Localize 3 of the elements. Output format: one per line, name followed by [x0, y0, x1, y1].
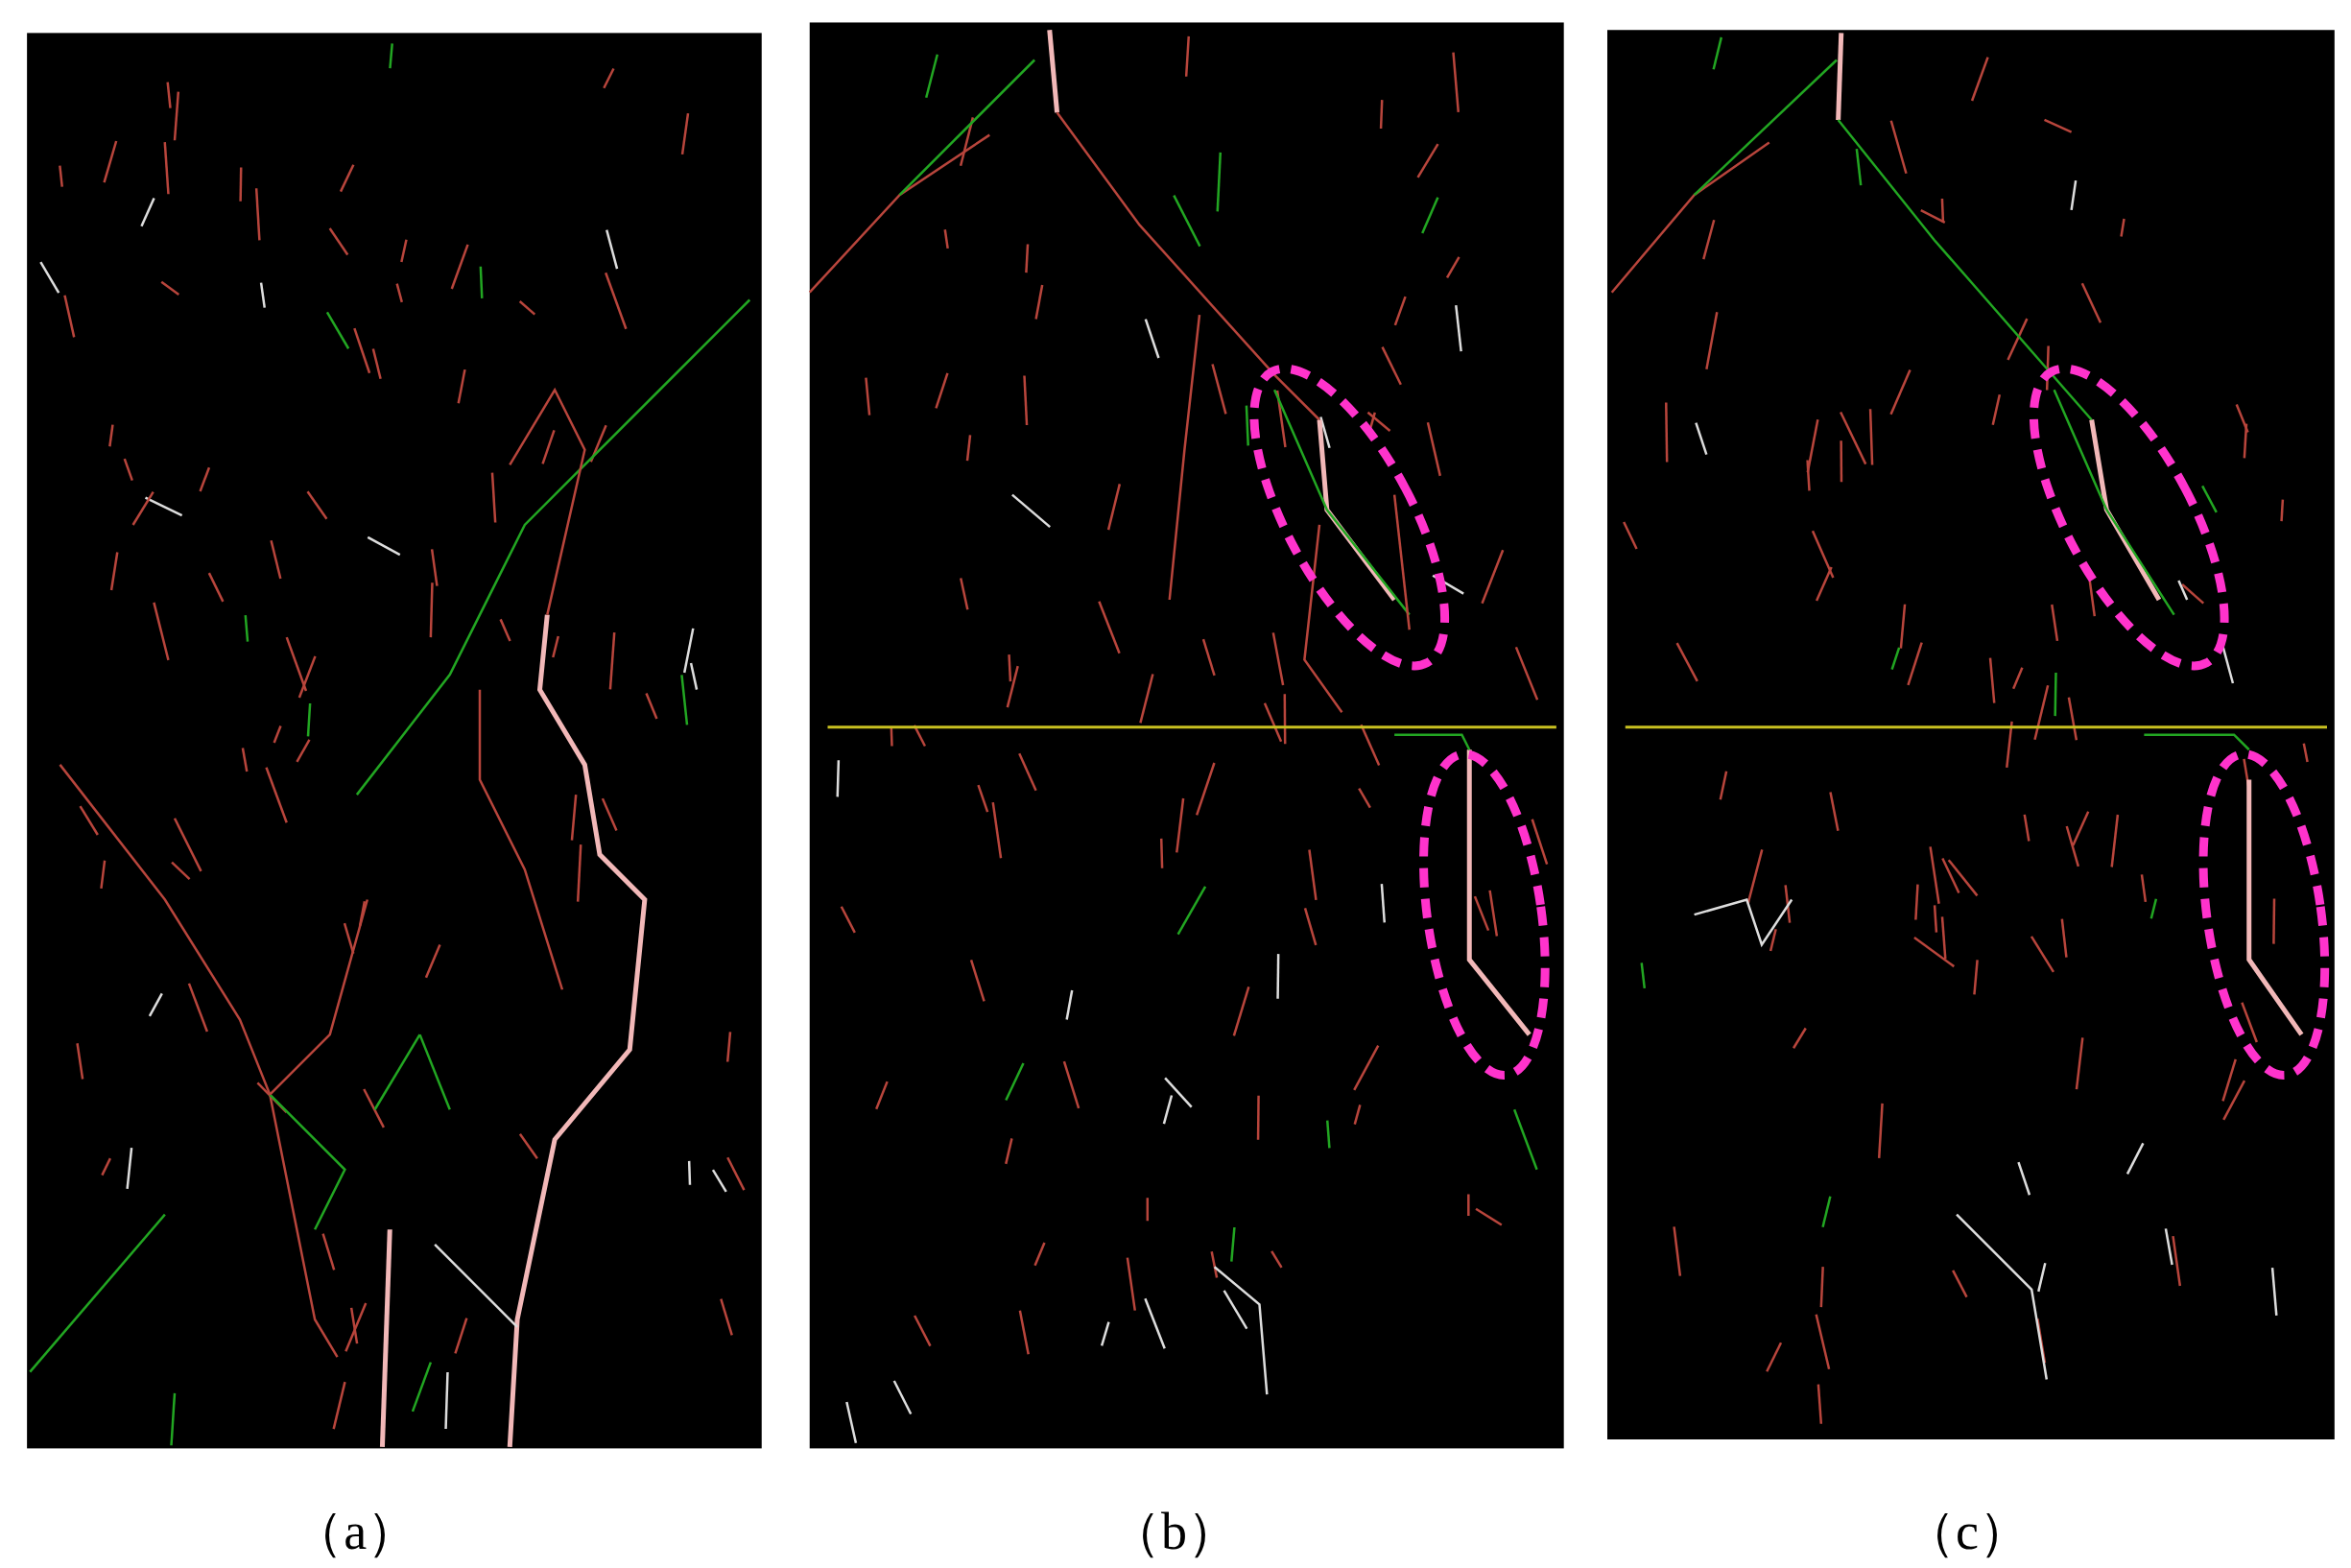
- panel-label: （b）: [1108, 1502, 1239, 1562]
- panel-label: （c）: [1904, 1502, 2030, 1562]
- panel-label: （a）: [292, 1502, 419, 1562]
